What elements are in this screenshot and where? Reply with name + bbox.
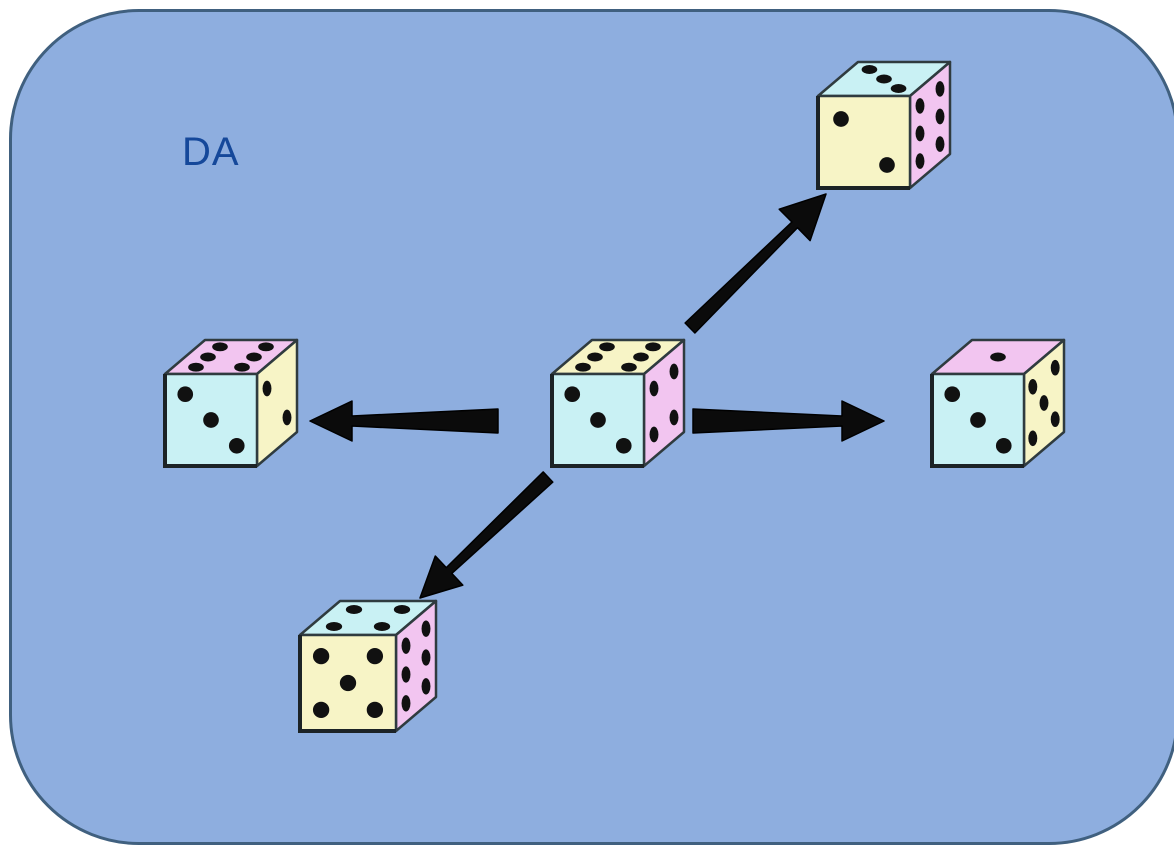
bottom-left-die-front-face-pip: [339, 674, 357, 692]
left-die-side-face-pip: [262, 380, 272, 397]
arrow-to-left: [309, 400, 499, 442]
top-right-die-side-face-pip: [915, 125, 925, 142]
center-die-top-face-pip: [599, 342, 615, 352]
right-die-edge: [930, 374, 1024, 468]
bottom-left-die: [298, 599, 438, 733]
left-die-side-face-pip: [282, 409, 292, 426]
arrow-to-top-right: [684, 193, 827, 334]
top-right-die-edge: [816, 96, 910, 190]
center-die-side-face-pip: [669, 363, 679, 380]
bottom-left-die-front-face-pip: [312, 701, 330, 719]
center-die: [550, 338, 686, 468]
right-die-side-face-pip: [1028, 378, 1038, 395]
bottom-left-die-top-face-pip: [393, 605, 411, 614]
left-die-front-face-pip: [177, 386, 194, 403]
center-die-front-face-pip: [564, 386, 581, 403]
top-right-die-top-face-pip: [876, 74, 892, 84]
left-die-front-face-pip: [228, 437, 245, 454]
right-die-side-face-pip: [1050, 411, 1060, 428]
left-die-front-face-pip: [203, 412, 219, 428]
top-right-die-side-face-pip: [915, 98, 925, 114]
left-die-top-face-pip: [246, 352, 262, 362]
center-die-side-face-pip: [669, 409, 679, 426]
top-right-die-side-face-pip: [935, 108, 945, 125]
right-die-front-face-pip: [944, 386, 961, 403]
left-die-top-face-pip: [200, 352, 216, 362]
center-die-top-face-pip: [645, 342, 661, 352]
center-die-edge: [550, 374, 644, 468]
left-die-top-face-pip: [258, 342, 274, 352]
bottom-left-die-edge: [298, 635, 396, 733]
center-die-top-face-pip: [633, 352, 649, 362]
bottom-left-die-top-face-pip: [325, 622, 343, 631]
top-right-die-front-face-pip: [879, 157, 895, 173]
bottom-left-die-side-face-pip: [401, 666, 411, 683]
center-die-front-face-pip: [590, 412, 606, 428]
right-die-side-face-pip: [1039, 395, 1049, 411]
center-die-side-face-pip: [649, 426, 659, 443]
left-die-edge: [163, 374, 257, 468]
left-die-top-face-pip: [188, 362, 204, 372]
right-die-side-face-pip: [1050, 359, 1060, 376]
bottom-left-die-side-face-pip: [421, 678, 431, 695]
right-die-side-face-pip: [1028, 430, 1038, 447]
bottom-left-die-side-face-pip: [421, 620, 431, 637]
left-die-top-face-pip: [212, 342, 228, 352]
center-die-top-face-pip: [587, 352, 603, 362]
right-die: [930, 338, 1066, 468]
center-die-front-face-pip: [615, 437, 632, 454]
bottom-left-die-top-face-pip: [373, 622, 391, 631]
bottom-left-die-front-face-pip: [366, 647, 384, 665]
top-right-die-side-face-pip: [935, 136, 945, 152]
right-die-front-face-pip: [995, 437, 1012, 454]
top-right-die-side-face-pip: [935, 81, 945, 97]
right-die-front-face-pip: [970, 412, 986, 428]
center-die-top-face-pip: [575, 362, 591, 372]
top-right-die-side-face-pip: [915, 153, 925, 169]
bottom-left-die-side-face-pip: [421, 649, 431, 666]
top-right-die: [816, 60, 952, 190]
top-right-die-front-face: [816, 94, 912, 190]
top-right-die-top-face-pip: [861, 65, 878, 74]
center-die-top-face-pip: [621, 362, 637, 372]
left-die-top-face-pip: [234, 362, 250, 372]
bottom-left-die-front-face-pip: [312, 647, 330, 665]
bottom-left-die-front-face-pip: [366, 701, 384, 719]
right-die-top-face-pip: [990, 352, 1006, 362]
left-die: [163, 338, 299, 468]
panel-label: DA: [182, 130, 240, 174]
arrow-to-bottom-left: [419, 471, 554, 599]
top-right-die-top-face-pip: [890, 84, 907, 93]
bottom-left-die-top-face-pip: [345, 605, 363, 614]
top-right-die-front-face-pip: [833, 111, 849, 127]
bottom-left-die-side-face-pip: [401, 695, 411, 712]
bottom-left-die-side-face-pip: [401, 637, 411, 654]
center-die-side-face-pip: [649, 380, 659, 397]
arrow-to-right: [692, 400, 885, 442]
